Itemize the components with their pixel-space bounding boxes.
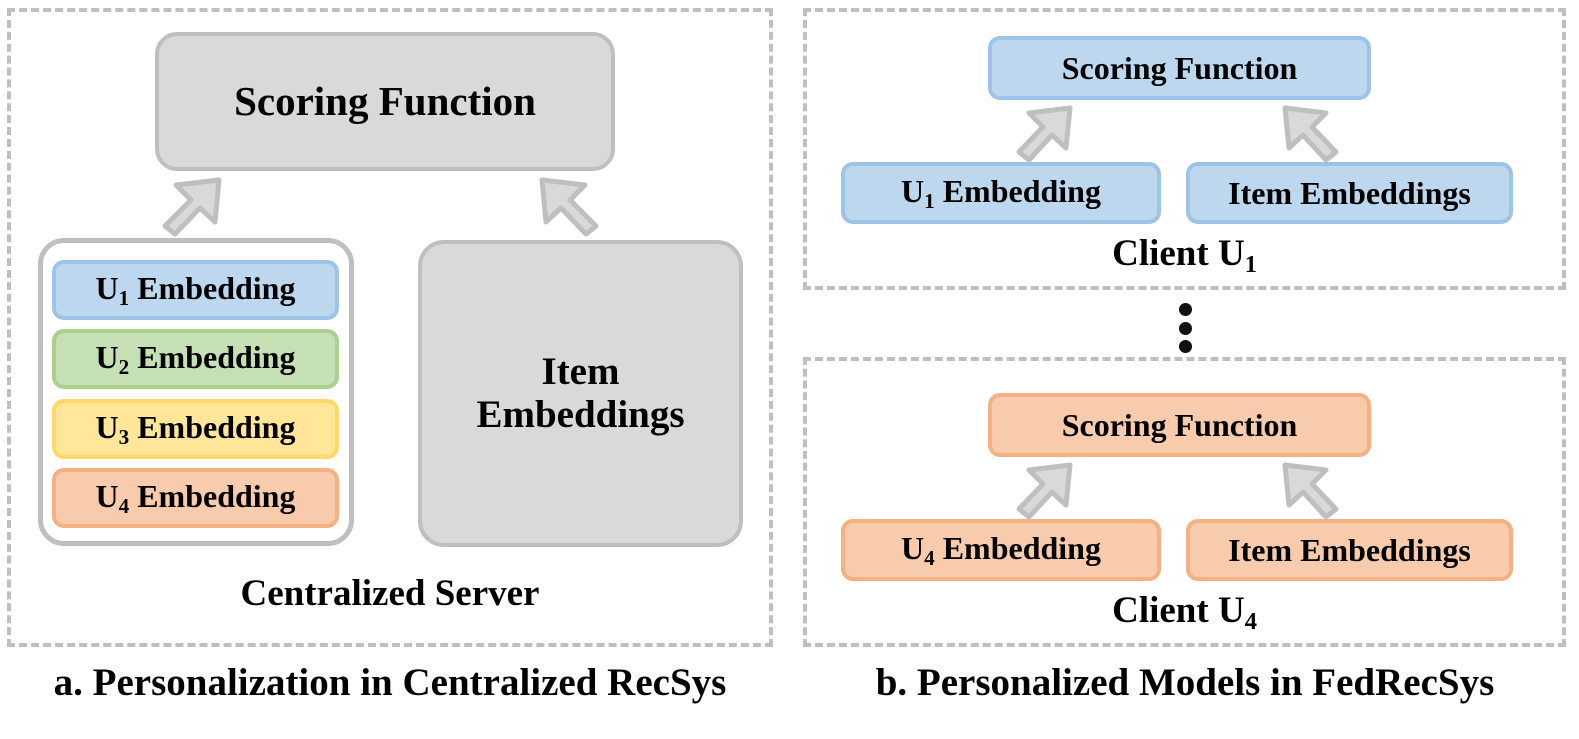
client-1-item-embeddings-label: Item Embeddings	[1228, 174, 1471, 211]
ellipsis-dot	[1178, 321, 1192, 335]
client-1-arrow-user-to-scoring	[1016, 105, 1073, 163]
user-embedding-box-2[interactable]: U2 Embedding	[52, 329, 339, 389]
client-4-user-embedding-subscript: 4	[924, 545, 935, 570]
client-1-user-embedding-subscript: 1	[924, 188, 935, 213]
client-4-user-embedding-box[interactable]: U4 Embedding	[841, 519, 1161, 581]
user-embedding-subscript-4: 4	[118, 493, 130, 518]
centralized-scoring-function-label: Scoring Function	[234, 78, 536, 125]
client-4-label-subscript: 4	[1244, 607, 1257, 635]
user-embedding-box-1[interactable]: U1 Embedding	[52, 260, 339, 320]
centralized-item-embeddings-label-line1: Item	[541, 350, 620, 394]
client-4-panel	[803, 357, 1566, 647]
clients-ellipsis-icon	[1178, 303, 1192, 353]
client-1-item-embeddings-box[interactable]: Item Embeddings	[1186, 162, 1513, 224]
client-4-item-embeddings-label: Item Embeddings	[1228, 531, 1471, 568]
client-1-label-subscript: 1	[1244, 250, 1257, 278]
centralized-server-label: Centralized Server	[240, 573, 540, 614]
centralized-item-embeddings-label-line2: Embeddings	[476, 392, 685, 436]
client-1-panel	[803, 8, 1566, 290]
centralized-scoring-function-box[interactable]: Scoring Function	[155, 32, 615, 171]
left-caption: a. Personalization in Centralized RecSys	[53, 661, 727, 704]
user-embedding-subscript-1: 1	[118, 285, 130, 310]
client-4-scoring-function-label: Scoring Function	[1061, 406, 1298, 443]
client-4-scoring-function-box[interactable]: Scoring Function	[988, 393, 1371, 457]
arrow-user-embeddings-to-scoring-function	[162, 177, 222, 237]
user-embedding-label-3: U3 Embedding	[95, 408, 296, 449]
client-1-user-embedding-label: U1 Embedding	[901, 172, 1101, 213]
client-4-arrow-item-to-scoring	[1282, 462, 1339, 520]
client-1-scoring-function-label: Scoring Function	[1061, 49, 1298, 86]
client-1-arrow-item-to-scoring	[1282, 105, 1339, 163]
right-caption: b. Personalized Models in FedRecSys	[875, 661, 1495, 704]
ellipsis-dot	[1178, 340, 1192, 353]
user-embedding-label-1: U1 Embedding	[95, 269, 296, 310]
client-1-user-embedding-box[interactable]: U1 Embedding	[841, 162, 1161, 224]
arrow-item-embeddings-to-scoring-function	[539, 177, 599, 237]
client-4-arrow-user-to-scoring	[1016, 462, 1073, 520]
client-1-label: Client U1	[1112, 233, 1257, 278]
centralized-server-panel	[7, 8, 773, 647]
user-embedding-box-4[interactable]: U4 Embedding	[52, 468, 339, 528]
client-1-scoring-function-box[interactable]: Scoring Function	[988, 36, 1371, 100]
client-4-user-embedding-label: U4 Embedding	[901, 529, 1101, 570]
user-embedding-subscript-2: 2	[118, 354, 130, 379]
user-embedding-label-2: U2 Embedding	[95, 338, 296, 379]
centralized-item-embeddings-box[interactable]: Item Embeddings	[418, 240, 743, 547]
client-4-label: Client U4	[1112, 590, 1257, 635]
ellipsis-dot	[1178, 303, 1192, 316]
client-4-item-embeddings-box[interactable]: Item Embeddings	[1186, 519, 1513, 581]
user-embedding-subscript-3: 3	[118, 424, 130, 449]
user-embedding-box-3[interactable]: U3 Embedding	[52, 399, 339, 459]
user-embedding-label-4: U4 Embedding	[95, 477, 296, 518]
